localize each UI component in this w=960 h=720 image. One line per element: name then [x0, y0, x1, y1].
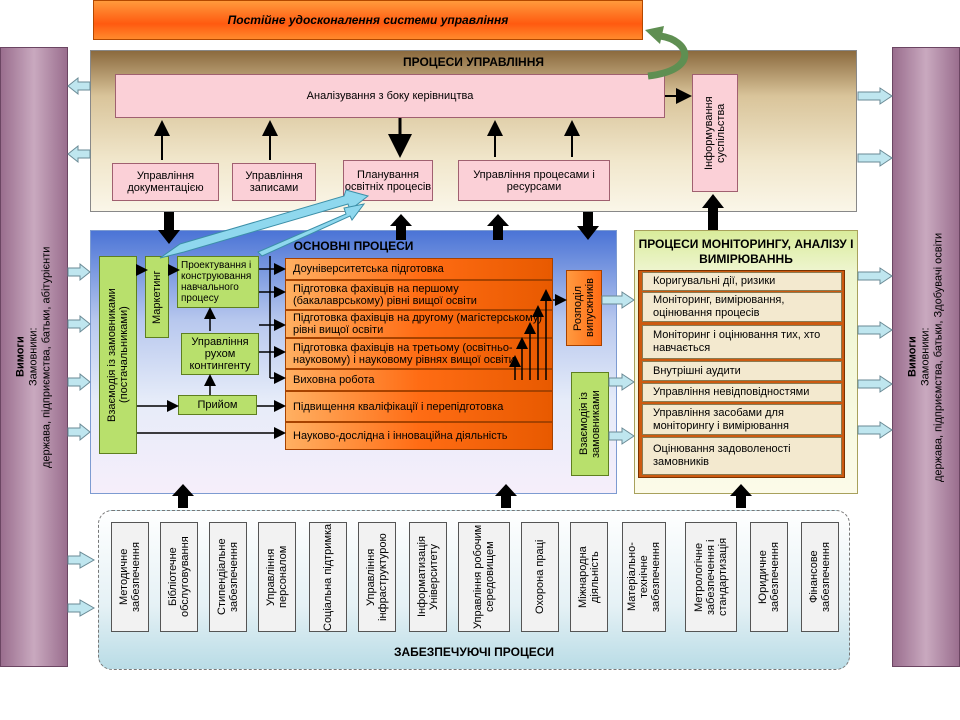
support-item-scholarship: Стипендіальне забезпечення	[209, 522, 247, 632]
support-item-international: Міжнародна діяльність	[570, 522, 608, 632]
monitoring-item-learners: Моніторинг і оцінювання тих, хто навчаєт…	[642, 325, 842, 359]
support-item-material: Матеріально-технічне забезпечення	[622, 522, 666, 632]
support-item-environment: Управління робочим середовищем	[458, 522, 510, 632]
support-item-infrastructure: Управління інфраструктурою	[358, 522, 396, 632]
support-item-safety: Охорона праці	[521, 522, 559, 632]
contingent-box: Управління рухом контингенту	[181, 333, 259, 375]
interaction-customers-box: Взаємодія із замовниками	[571, 372, 609, 476]
interaction-suppliers-box: Взаємодія із замовниками (постачальникам…	[99, 256, 137, 454]
management-title: ПРОЦЕСИ УПРАВЛІННЯ	[403, 55, 544, 69]
core-process-preuniversity: Доуніверситетська підготовка	[285, 258, 553, 280]
top-banner: Постійне удосконалення системи управлінн…	[93, 0, 643, 40]
core-process-master: Підготовка фахівців на другому (магістер…	[285, 310, 553, 338]
mgmt-item-resources: Управління процесами і ресурсами	[458, 160, 610, 201]
monitoring-item-instruments: Управління засобами для моніторингу і ви…	[642, 404, 842, 435]
side-block-arrows	[67, 76, 893, 617]
monitoring-item-satisfaction: Оцінювання задоволеності замовників	[642, 437, 842, 475]
distribution-box: Розподіл випускників	[566, 270, 602, 346]
design-box: Проектування і конструювання навчального…	[177, 256, 259, 308]
inform-society-box: Інформування суспільства	[692, 74, 738, 192]
monitoring-item-audits: Внутрішні аудити	[642, 361, 842, 381]
support-item-metrology: Метрологічне забезпечення і стандартизац…	[685, 522, 737, 632]
support-item-informatization: Інформатизація Університету	[409, 522, 447, 632]
admission-box: Прийом	[178, 395, 257, 415]
mgmt-item-planning: Планування освітніх процесів	[343, 160, 433, 201]
core-process-qualification: Підвищення кваліфікації і перепідготовка	[285, 391, 553, 422]
monitoring-item-corrective: Коригувальні дії, ризики	[642, 272, 842, 291]
core-process-phd: Підготовка фахівців на третьому (освітнь…	[285, 338, 553, 369]
support-item-financial: Фінансове забезпечення	[801, 522, 839, 632]
management-analysis-box: Аналізування з боку керівництва	[115, 74, 665, 118]
mgmt-item-records: Управління записами	[232, 163, 316, 201]
core-process-bachelor: Підготовка фахівців на першому (бакалавр…	[285, 280, 553, 310]
core-process-education: Виховна робота	[285, 369, 553, 391]
support-item-library: Бібліотечне обслуговування	[160, 522, 198, 632]
mgmt-item-documentation: Управління документацією	[112, 163, 219, 201]
monitoring-title: ПРОЦЕСИ МОНІТОРИНГУ, АНАЛІЗУ І ВИМІРЮВАН…	[638, 237, 854, 266]
support-item-methodical: Методичне забезпечення	[111, 522, 149, 632]
monitoring-item-nonconformities: Управління невідповідностями	[642, 383, 842, 402]
marketing-box: Маркетинг	[145, 256, 169, 338]
support-item-social: Соціальна підтримка	[309, 522, 347, 632]
support-item-legal: Юридичне забезпечення	[750, 522, 788, 632]
core-title: ОСНОВНІ ПРОЦЕСИ	[293, 239, 414, 253]
support-item-personnel: Управління персоналом	[258, 522, 296, 632]
supporting-title: ЗАБЕЗПЕЧУЮЧІ ПРОЦЕСИ	[393, 645, 555, 659]
monitoring-item-processes: Моніторинг, вимірювання, оцінювання проц…	[642, 292, 842, 322]
